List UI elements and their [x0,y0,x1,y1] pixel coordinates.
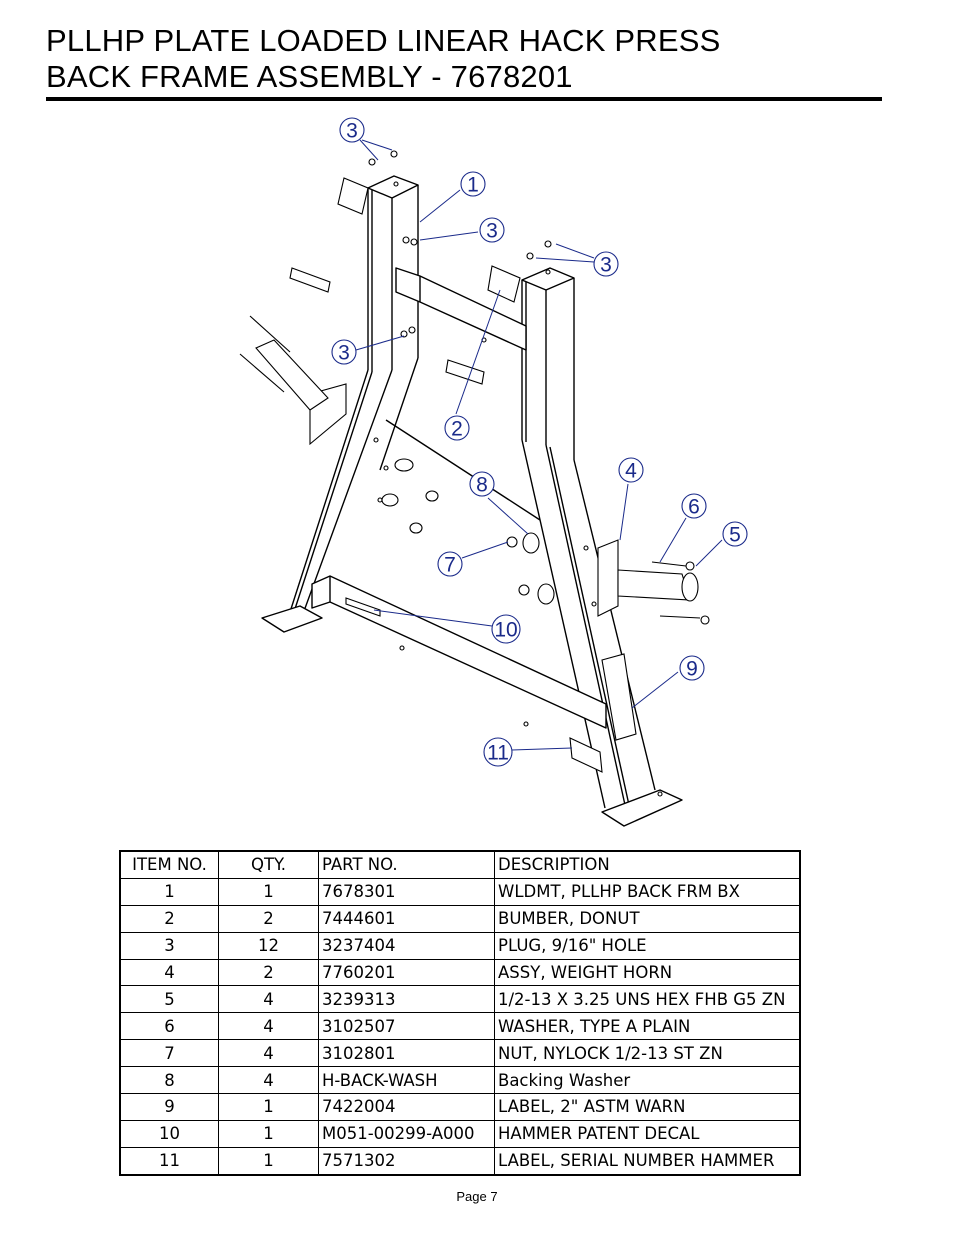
callout-number: 4 [625,460,637,483]
item-no-cell: 3 [119,931,219,960]
title-rule [46,97,882,101]
qty-cell: 1 [218,1146,319,1176]
qty-cell: 4 [218,1012,319,1041]
part-no-cell: 3237404 [318,931,495,960]
callout-balloon: 5 [722,521,748,547]
qty-cell: 12 [218,931,319,960]
description-cell: NUT, NYLOCK 1/2-13 ST ZN [494,1039,801,1068]
part-no-cell: M051-00299-A000 [318,1119,495,1148]
item-no-cell: 2 [119,904,219,933]
callout-number: 5 [729,524,741,547]
callout-number: 2 [451,418,463,441]
item-no-cell: 10 [119,1119,219,1148]
callout-balloon: 3 [479,217,505,243]
qty-cell: 1 [218,1093,319,1121]
callout-balloon: 3 [331,339,357,365]
document-title-line-2: BACK FRAME ASSEMBLY - 7678201 [46,59,573,94]
table-header-row: ITEM NO. QTY. PART NO. DESCRIPTION [119,849,801,879]
item-no-cell: 1 [119,877,219,906]
description-cell: LABEL, 2" ASTM WARN [494,1093,801,1121]
qty-cell: 4 [218,1066,319,1095]
callout-balloon: 3 [339,117,365,143]
description-cell: ASSY, WEIGHT HORN [494,958,801,987]
callout-number: 9 [686,658,698,681]
header-part-no: PART NO. [318,849,495,879]
callout-balloon: 4 [618,457,644,483]
description-cell: LABEL, SERIAL NUMBER HAMMER [494,1146,801,1176]
description-cell: HAMMER PATENT DECAL [494,1119,801,1148]
callout-balloon: 10 [491,614,521,644]
header-qty: QTY. [218,849,319,879]
part-no-cell: 7422004 [318,1093,495,1121]
description-cell: 1/2-13 X 3.25 UNS HEX FHB G5 ZN [494,985,801,1014]
part-no-cell: 3239313 [318,985,495,1014]
qty-cell: 2 [218,904,319,933]
description-cell: Backing Washer [494,1066,801,1095]
callout-balloon: 2 [444,415,470,441]
description-cell: WASHER, TYPE A PLAIN [494,1012,801,1041]
page-number: Page 7 [456,1189,498,1204]
part-no-cell: H-BACK-WASH [318,1066,495,1095]
item-no-cell: 7 [119,1039,219,1068]
part-no-cell: 7444601 [318,904,495,933]
qty-cell: 4 [218,1039,319,1068]
part-no-cell: 7571302 [318,1146,495,1176]
callout-number: 3 [600,254,612,277]
part-no-cell: 7760201 [318,958,495,987]
item-no-cell: 5 [119,985,219,1014]
header-item-no: ITEM NO. [119,849,219,879]
description-cell: PLUG, 9/16" HOLE [494,931,801,960]
callout-balloons: 3 1 3 3 3 2 4 8 6 5 7 10 9 11 [331,117,748,767]
callout-balloon: 1 [460,171,486,197]
callout-number: 10 [494,619,517,642]
leader-lines [355,139,723,751]
qty-cell: 2 [218,958,319,987]
item-no-cell: 6 [119,1012,219,1041]
item-no-cell: 11 [119,1146,219,1176]
part-no-cell: 3102507 [318,1012,495,1041]
part-no-cell: 7678301 [318,877,495,906]
callout-number: 1 [467,174,479,197]
qty-cell: 4 [218,985,319,1014]
exploded-assembly-drawing: 3 1 3 3 3 2 4 8 6 5 7 10 9 11 [239,117,748,827]
callout-number: 7 [444,554,456,577]
callout-number: 6 [688,496,700,519]
qty-cell: 1 [218,1119,319,1148]
callout-number: 8 [476,474,488,497]
hardware-parts [239,150,710,797]
callout-number: 3 [486,220,498,243]
description-cell: WLDMT, PLLHP BACK FRM BX [494,877,801,906]
frame-outline [261,175,683,827]
callout-balloon: 3 [593,251,619,277]
item-no-cell: 8 [119,1066,219,1095]
callout-balloon: 9 [679,655,705,681]
callout-number: 11 [487,742,509,765]
item-no-cell: 9 [119,1093,219,1121]
description-cell: BUMBER, DONUT [494,904,801,933]
callout-number: 3 [346,120,358,143]
callout-number: 3 [338,342,350,365]
callout-balloon: 7 [437,551,463,577]
qty-cell: 1 [218,877,319,906]
callout-balloon: 6 [681,493,707,519]
item-no-cell: 4 [119,958,219,987]
callout-balloon: 8 [469,471,495,497]
callout-balloon: 11 [483,737,513,767]
part-no-cell: 3102801 [318,1039,495,1068]
header-description: DESCRIPTION [494,849,801,879]
document-title-line-1: PLLHP PLATE LOADED LINEAR HACK PRESS [46,23,721,58]
